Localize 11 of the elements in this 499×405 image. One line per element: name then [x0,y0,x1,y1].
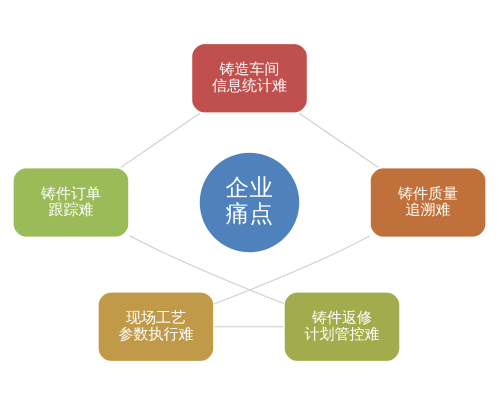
connector [120,112,200,168]
node-box: 铸件订单跟踪难 [12,166,130,238]
node-box: 铸件返修计划管控难 [283,290,401,362]
connector [129,235,284,304]
node-box: 铸造车间信息统计难 [190,42,308,114]
node-box: 现场工艺参数执行难 [97,290,215,362]
node-box: 铸件质量追溯难 [369,166,487,238]
connector [214,326,284,328]
connector [298,112,379,168]
node-circle: 企业痛点 [198,151,301,254]
connector [214,235,370,304]
